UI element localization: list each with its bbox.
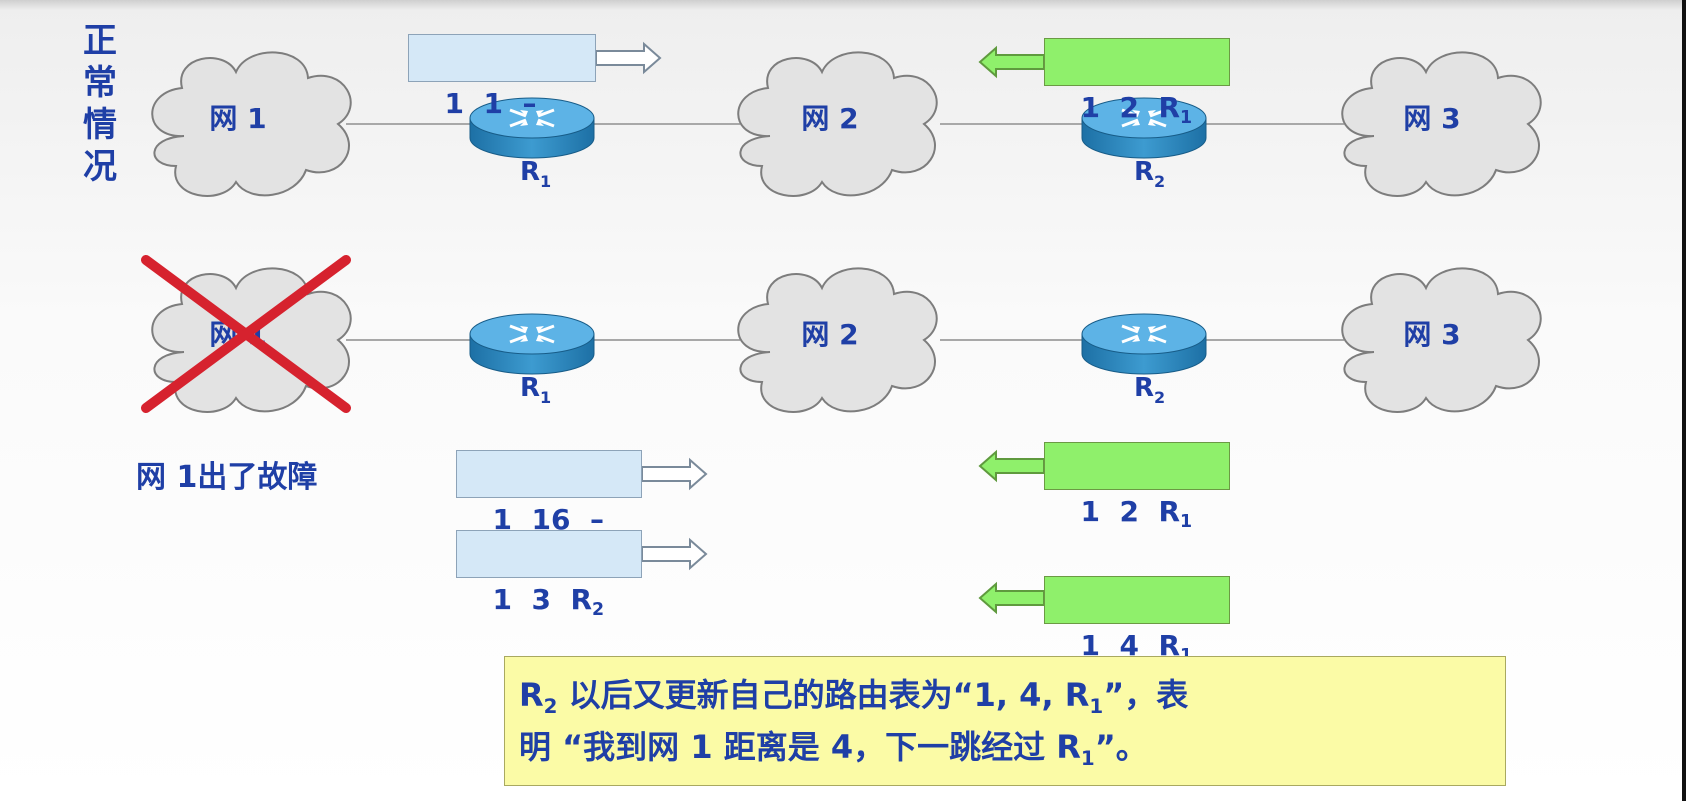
msg-r1-second: 1 3 R2 — [456, 530, 642, 619]
bottom-r2-label: R2 — [1134, 373, 1165, 407]
bottom-r1-label: R1 — [520, 373, 551, 407]
top-net3-label: 网 3 — [1403, 102, 1460, 135]
msg-r1-second-arrow — [641, 539, 707, 569]
msg-r2-first-sub: 1 — [1180, 512, 1193, 533]
msg-r1-first-arrow — [641, 459, 707, 489]
caption-r2: R — [519, 676, 544, 714]
msg-r1-first: 1 16 – — [456, 450, 642, 536]
msg-r1-second-sub: 2 — [592, 600, 605, 621]
msg-r2-first-arrow — [979, 451, 1045, 481]
top-r1-message-text: 1 1 – — [444, 87, 537, 120]
top-strip — [0, 0, 1686, 10]
top-r2-message-text: 1 2 R — [1080, 91, 1181, 124]
top-r2-message: 1 2 R1 — [1044, 38, 1230, 127]
caption-text-1: 以后又更新自己的路由表为“1, 4, R — [557, 676, 1090, 714]
top-r1-arrow — [595, 43, 661, 73]
msg-r2-second: 1 4 R1 — [1044, 576, 1230, 665]
explanation-caption: R2 以后又更新自己的路由表为“1, 4, R1”，表 明 “我到网 1 距离是… — [504, 656, 1506, 786]
normal-case-label: 正常情况 — [83, 21, 117, 187]
bottom-router-r1 — [468, 312, 596, 376]
caption-text-3: 明 “我到网 1 距离是 4，下一跳经过 R — [519, 728, 1081, 766]
caption-r1-sub-2: 1 — [1080, 746, 1095, 770]
caption-r1-sub: 1 — [1089, 694, 1104, 718]
caption-line-1: R2 以后又更新自己的路由表为“1, 4, R1”，表 — [519, 669, 1493, 721]
top-r1-label: R1 — [520, 157, 551, 191]
top-net2-label: 网 2 — [801, 102, 858, 135]
top-r1-message: 1 1 – — [408, 34, 596, 120]
bottom-net3-label: 网 3 — [1403, 318, 1460, 351]
msg-r2-first-text: 1 2 R — [1080, 495, 1181, 528]
msg-r2-second-arrow — [979, 583, 1045, 613]
top-r2-label: R2 — [1134, 157, 1165, 191]
msg-r1-second-text: 1 3 R — [492, 583, 593, 616]
top-r2-arrow — [979, 47, 1045, 77]
top-r2-message-sub: 1 — [1180, 108, 1193, 129]
right-edge — [1682, 0, 1686, 801]
msg-r2-first: 1 2 R1 — [1044, 442, 1230, 531]
caption-text-4: ”。 — [1094, 728, 1148, 766]
bottom-net2-label: 网 2 — [801, 318, 858, 351]
fault-label: 网 1出了故障 — [136, 460, 318, 495]
msg-r2-second-text: 1 4 R — [1080, 629, 1181, 662]
failure-cross — [141, 255, 351, 413]
top-net1-label: 网 1 — [209, 102, 266, 135]
bottom-router-r2 — [1080, 312, 1208, 376]
caption-text-2: ”，表 — [1103, 676, 1189, 714]
caption-line-2: 明 “我到网 1 距离是 4，下一跳经过 R1”。 — [519, 721, 1493, 773]
caption-r2-sub: 2 — [543, 694, 558, 718]
